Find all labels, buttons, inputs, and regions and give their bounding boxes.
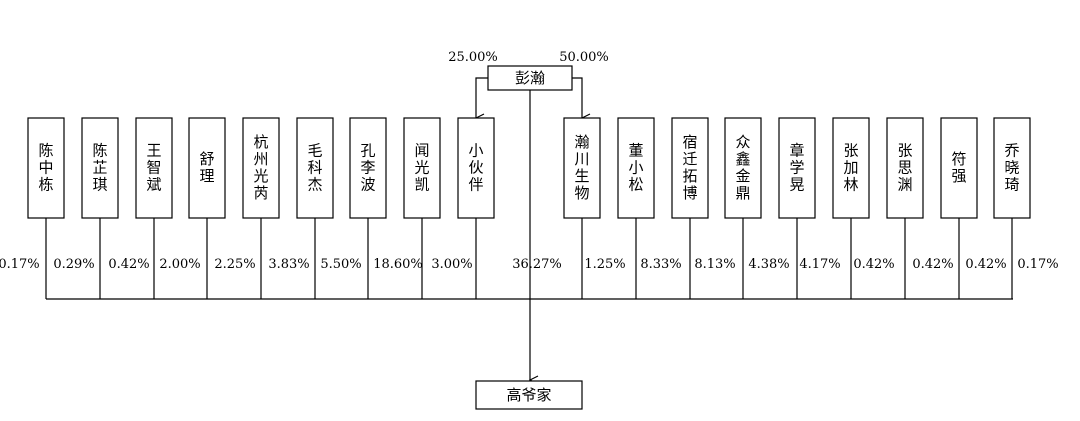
shareholder: 瀚川生物 1.25%	[563, 117, 626, 299]
shareholder-name: 乔晓琦	[1004, 142, 1019, 194]
shareholder-pct: 0.42%	[965, 257, 1006, 272]
shareholder: 宿迁拓博 8.13%	[671, 117, 736, 299]
shareholder-box	[242, 117, 280, 219]
shareholder: 张思渊 0.42%	[886, 117, 954, 299]
shareholder: 张加林 0.42%	[832, 117, 895, 299]
shareholder-pct: 2.25%	[214, 257, 255, 272]
shareholder-name: 毛科杰	[307, 142, 322, 194]
top-entity-pct-left: 25.00%	[448, 50, 498, 65]
shareholder-name: 王智斌	[146, 142, 161, 194]
shareholder-box	[349, 117, 387, 219]
shareholder-pct: 0.42%	[108, 257, 149, 272]
shareholder-pct: 0.29%	[53, 257, 94, 272]
shareholder-name: 孔李波	[360, 142, 375, 194]
shareholder-box	[457, 117, 495, 219]
shareholder-name: 众鑫金鼎	[735, 133, 750, 202]
shareholder-name: 张思渊	[897, 142, 912, 194]
shareholder-pct: 8.13%	[694, 257, 735, 272]
shareholder: 毛科杰 3.83%	[268, 117, 334, 299]
shareholder: 陈中栋 0.17%	[0, 117, 65, 299]
arrow-to-hanchuan	[572, 77, 582, 118]
shareholder: 符强 0.42%	[940, 117, 1007, 299]
shareholder-box	[617, 117, 655, 219]
shareholder-name: 符强	[951, 150, 966, 185]
shareholder-pct: 5.50%	[320, 257, 361, 272]
shareholder-name: 舒理	[199, 150, 214, 185]
shareholder: 王智斌 0.42%	[108, 117, 173, 299]
shareholder-box	[27, 117, 65, 219]
shareholder-box	[671, 117, 709, 219]
shareholder-name: 董小松	[628, 142, 643, 194]
shareholder: 陈芷琪 0.29%	[53, 117, 119, 299]
bottom-entity-name: 高爷家	[506, 386, 551, 404]
shareholder: 杭州光芮 2.25%	[214, 117, 280, 299]
shareholder: 董小松 8.33%	[617, 117, 682, 299]
shareholder: 乔晓琦 0.17%	[993, 117, 1059, 299]
shareholder: 小伙伴 3.00%	[431, 117, 495, 299]
shareholder-pct: 3.83%	[268, 257, 309, 272]
shareholder-name: 小伙伴	[468, 142, 483, 194]
shareholder-name: 瀚川生物	[574, 133, 589, 202]
shareholder-pct: 18.60%	[373, 257, 423, 272]
shareholder-pct: 0.42%	[853, 257, 894, 272]
shareholder-pct: 1.25%	[584, 257, 625, 272]
bottom-entity-box	[475, 380, 583, 410]
arrow-to-xiaohuoban	[476, 77, 488, 118]
top-entity-pct-right: 50.00%	[559, 50, 609, 65]
shareholder-name: 闻光凯	[414, 142, 429, 194]
shareholder-box	[886, 117, 924, 219]
shareholder-pct: 4.17%	[799, 257, 840, 272]
top-entity-name: 彭瀚	[515, 69, 545, 87]
shareholder-boxes: 陈中栋 0.17% 陈芷琪 0.29% 王智斌 0.42% 舒理 2.00% 杭州光芮 2.25%…	[0, 117, 1059, 299]
shareholder-box	[832, 117, 870, 219]
shareholder-name: 张加林	[843, 142, 858, 194]
shareholder-box	[724, 117, 762, 219]
shareholder-pct: 4.38%	[748, 257, 789, 272]
shareholder-name: 陈芷琪	[92, 142, 107, 194]
shareholder: 闻光凯 18.60%	[373, 117, 441, 299]
shareholder: 舒理 2.00%	[159, 117, 226, 299]
shareholder-name: 陈中栋	[38, 142, 53, 194]
shareholder-box	[188, 117, 226, 219]
shareholder-box	[563, 117, 601, 219]
shareholder: 众鑫金鼎 4.38%	[724, 117, 790, 299]
shareholder-name: 宿迁拓博	[682, 133, 697, 202]
shareholder-box	[940, 117, 978, 219]
shareholder: 孔李波 5.50%	[320, 117, 387, 299]
shareholder-name: 杭州光芮	[253, 133, 268, 202]
shareholder-pct: 2.00%	[159, 257, 200, 272]
shareholder: 章学晃 4.17%	[778, 117, 841, 299]
shareholder-pct: 3.00%	[431, 257, 472, 272]
shareholder-pct: 0.17%	[0, 257, 40, 272]
shareholder-box	[296, 117, 334, 219]
shareholder-pct: 0.17%	[1017, 257, 1058, 272]
shareholder-box	[778, 117, 816, 219]
shareholder-pct: 0.42%	[912, 257, 953, 272]
shareholder-name: 章学晃	[789, 142, 804, 194]
direct-pct: 36.27%	[512, 257, 562, 272]
shareholder-pct: 8.33%	[640, 257, 681, 272]
